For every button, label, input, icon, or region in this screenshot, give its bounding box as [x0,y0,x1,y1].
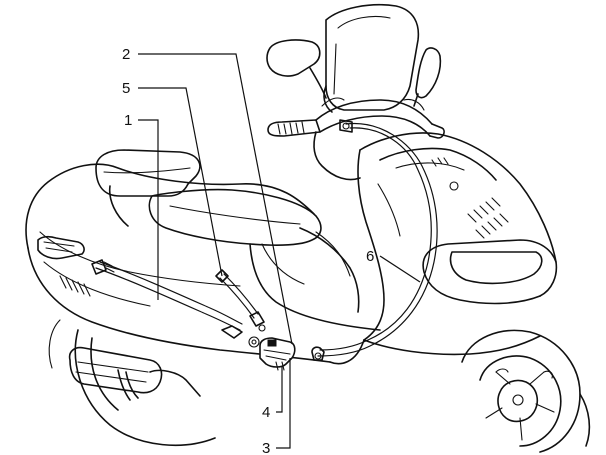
front-wheel [461,329,591,453]
callout-6: 6 [366,248,374,265]
rear-vents [37,235,91,297]
callout-labels: 2 5 1 6 4 3 [122,46,374,455]
scooter-body [25,3,591,453]
callout-3: 3 [262,440,270,455]
leader-3 [276,358,291,449]
cable-junction-block [259,337,296,371]
cable-6 [311,119,438,361]
callout-5: 5 [122,80,130,97]
leader-lines [138,53,421,449]
windscreen [323,3,420,113]
callout-1: 1 [124,112,132,129]
seat [95,149,322,246]
callout-4: 4 [262,404,270,421]
cables [91,119,438,371]
exhaust [68,346,201,401]
cable-5 [215,269,266,332]
leader-2 [138,53,293,345]
cable-1 [91,259,260,348]
leader-6 [379,255,421,283]
mirrors [266,39,442,107]
leader-1 [138,119,159,300]
handlebar [267,97,445,181]
front-body [329,132,558,365]
callout-2: 2 [122,46,130,63]
leader-5 [138,87,223,277]
rear-wheel [48,319,216,447]
leader-4 [276,366,283,413]
